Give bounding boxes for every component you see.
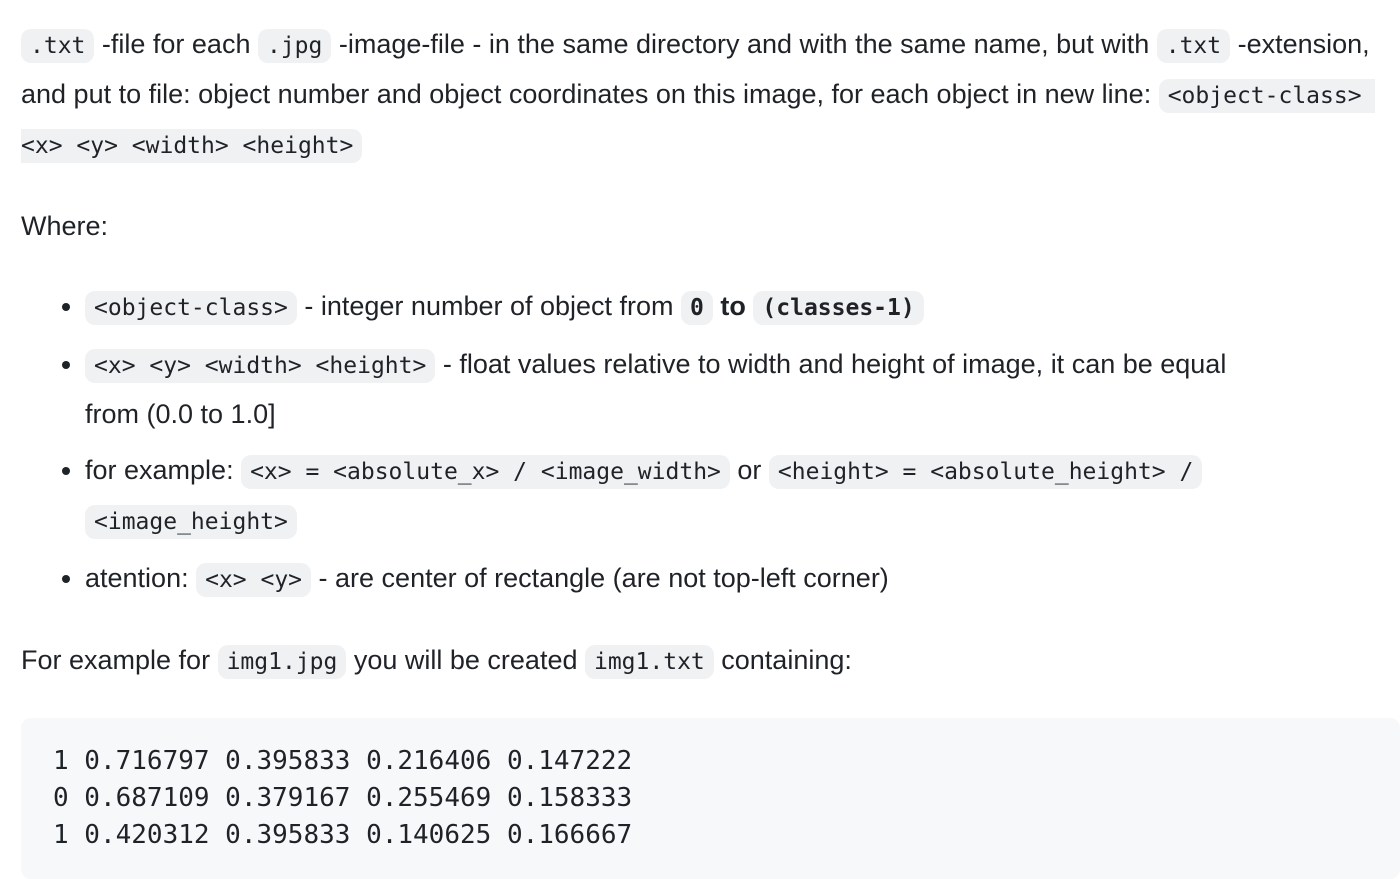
inline-code: .jpg — [257, 29, 332, 63]
inline-code: <height> = <absolute_height> / — [768, 455, 1203, 489]
text-run: - are center of rectangle (are not top-l… — [311, 563, 889, 593]
inline-code: <image_height> — [85, 505, 297, 539]
format-list: <object-class> - integer number of objec… — [21, 282, 1388, 604]
inline-code: <object-class> — [85, 291, 297, 325]
inline-code: (classes-1) — [753, 291, 924, 325]
text-run: -extension, and put to file: object numb… — [21, 29, 1370, 109]
example-intro-paragraph: For example for img1.jpg you will be cre… — [21, 636, 1388, 686]
text-run: -file for each — [94, 29, 258, 59]
inline-code: <x> <y> — [196, 563, 312, 597]
text-run: for example: — [85, 455, 242, 485]
text-run: - float values relative to width and hei… — [435, 349, 1227, 379]
text-run: or — [729, 455, 769, 485]
inline-code: .txt — [1156, 29, 1231, 63]
inline-code: <x> <y> <width> <height> — [85, 349, 436, 383]
text-run: - integer number of object from — [296, 291, 682, 321]
inline-code: 0 — [681, 291, 713, 325]
annotation-code-block: 1 0.716797 0.395833 0.216406 0.147222 0 0… — [21, 718, 1400, 879]
text-run: to — [712, 291, 754, 321]
list-item-for-example: for example: <x> = <absolute_x> / <image… — [85, 446, 1388, 546]
code-line: 1 0.420312 0.395833 0.140625 0.166667 — [53, 820, 633, 850]
code-line: 0 0.687109 0.379167 0.255469 0.158333 — [53, 783, 633, 813]
list-item-object-class: <object-class> - integer number of objec… — [85, 282, 1388, 332]
list-item-xywh-floats: <x> <y> <width> <height> - float values … — [85, 340, 1388, 438]
list-item-attention: atention: <x> <y> - are center of rectan… — [85, 554, 1388, 604]
where-label: Where: — [21, 211, 109, 241]
text-run: containing: — [713, 645, 852, 675]
intro-paragraph: .txt -file for each .jpg -image-file - i… — [21, 20, 1388, 170]
text-run: you will be created — [346, 645, 585, 675]
text-run: -image-file - in the same directory and … — [331, 29, 1157, 59]
inline-code: img1.jpg — [217, 645, 347, 679]
inline-code: .txt — [21, 29, 95, 63]
inline-code: <x> = <absolute_x> / <image_width> — [241, 455, 730, 489]
text-run: For example for — [21, 645, 218, 675]
inline-code: img1.txt — [584, 645, 714, 679]
code-line: 1 0.716797 0.395833 0.216406 0.147222 — [53, 746, 633, 776]
text-run: atention: — [85, 563, 197, 593]
text-run: from (0.0 to 1.0] — [85, 399, 276, 429]
